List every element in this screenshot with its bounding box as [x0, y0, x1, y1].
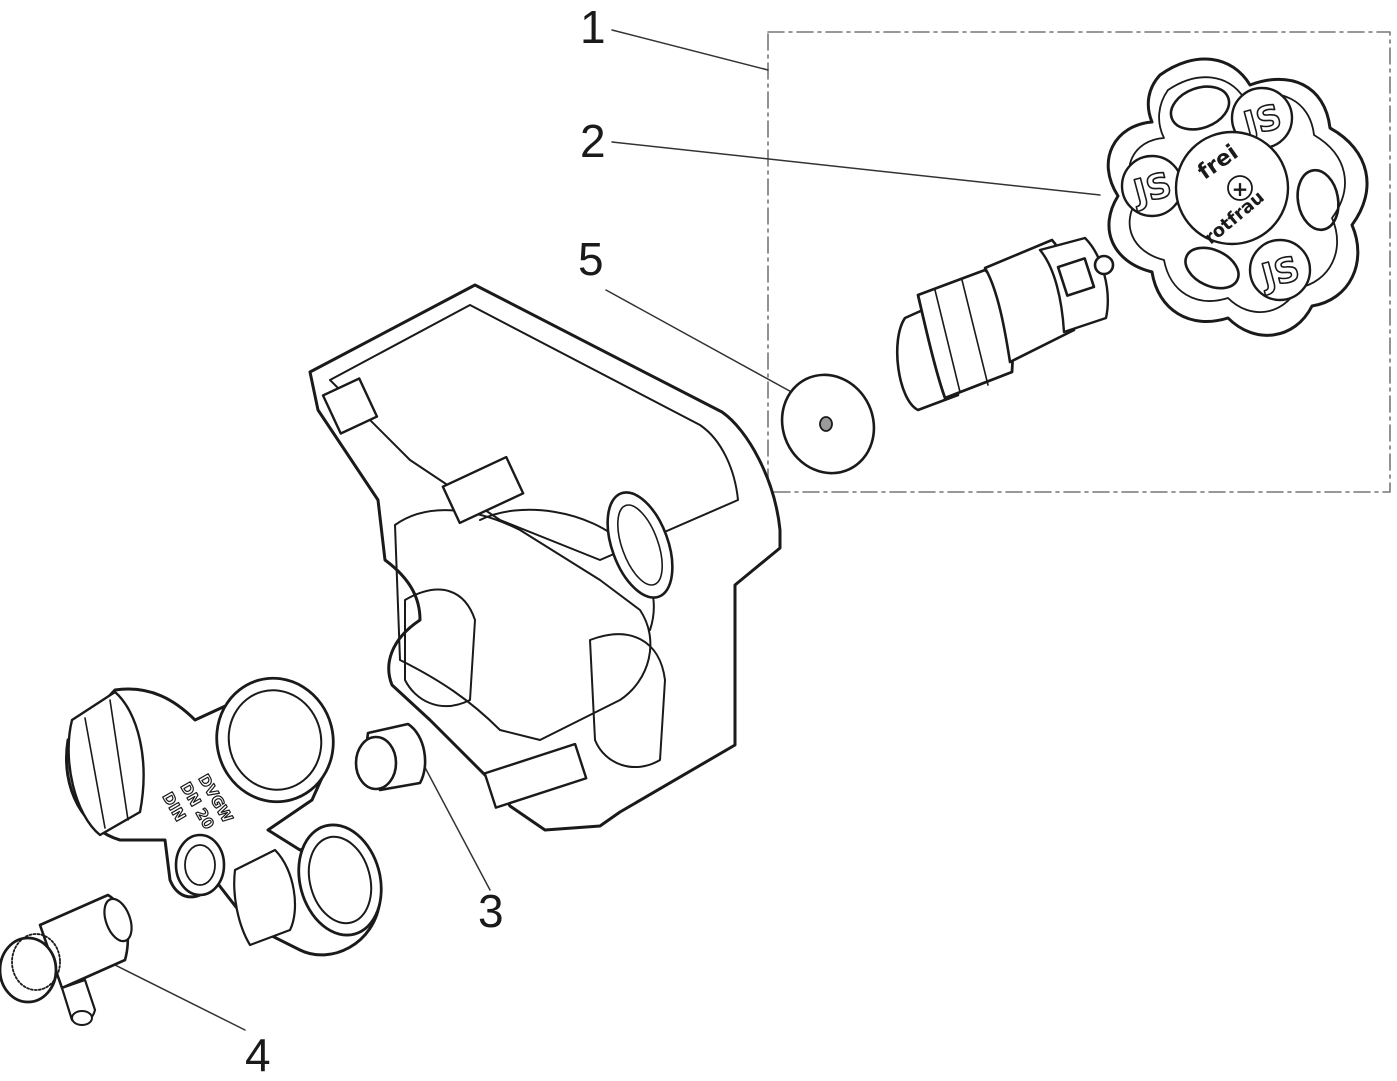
- callout-3: 3: [478, 885, 504, 937]
- handwheel: JS JS JS frei rotfrau +: [1106, 57, 1369, 337]
- spindle-pin: [1093, 254, 1115, 276]
- body-side-nut: [233, 848, 297, 947]
- callout-1: 1: [580, 1, 606, 53]
- housing-pipe-bore-inner: [617, 504, 663, 586]
- valve-spindle-bonnet: [895, 236, 1115, 412]
- housing-cradle: [404, 588, 476, 708]
- drain-valve-outlet: [71, 1010, 93, 1026]
- logo-mark: JS: [1256, 249, 1304, 298]
- nut-edge: [109, 699, 129, 821]
- housing-top-face: [329, 304, 739, 561]
- washer-hole: [819, 416, 833, 432]
- housing-cradle: [589, 633, 666, 769]
- body-drain-port: [174, 833, 226, 897]
- assembly-group-frame: [767, 31, 1391, 493]
- body-port-top: [215, 676, 335, 804]
- housing-clip: [441, 455, 525, 525]
- plug-face: [354, 735, 398, 791]
- housing-outline: [308, 283, 782, 832]
- drain-valve-knob-ring: [11, 933, 61, 991]
- housing-pipe-bore: [606, 491, 674, 599]
- washer: [780, 373, 876, 475]
- leader-1: [611, 29, 769, 71]
- cap-symbol: +: [1232, 177, 1249, 201]
- body-port-outlet-inner: [307, 835, 373, 925]
- cap-symbol-ring: [1227, 175, 1253, 201]
- callout-4: 4: [245, 1029, 271, 1081]
- leader-3: [419, 757, 491, 891]
- plug: [354, 722, 427, 792]
- drain-valve: [0, 893, 133, 1026]
- spindle-square: [1056, 257, 1096, 297]
- body-drain-port-inner: [184, 844, 216, 886]
- logo-boss: [1248, 238, 1312, 302]
- drain-valve-knob: [0, 936, 58, 1004]
- leader-4: [104, 959, 246, 1031]
- valve-body: DVGW DN 20 DIN: [65, 676, 383, 957]
- callout-5: 5: [578, 233, 604, 285]
- hex-edge: [934, 289, 961, 393]
- hex-edge: [961, 279, 989, 386]
- housing-clip: [483, 742, 588, 809]
- nut-edge: [84, 717, 106, 829]
- body-port-top-inner: [227, 689, 323, 791]
- callout-2: 2: [580, 115, 606, 167]
- leader-lines: [104, 29, 1101, 1031]
- housing-clip: [321, 377, 379, 435]
- insulation-housing: [308, 283, 782, 832]
- drain-valve-inlet: [103, 897, 133, 943]
- handwheel-window: [1184, 246, 1240, 290]
- handwheel-window: [1296, 168, 1340, 232]
- leader-2: [611, 141, 1101, 196]
- leader-5: [605, 289, 807, 401]
- handwheel-window: [1169, 85, 1231, 131]
